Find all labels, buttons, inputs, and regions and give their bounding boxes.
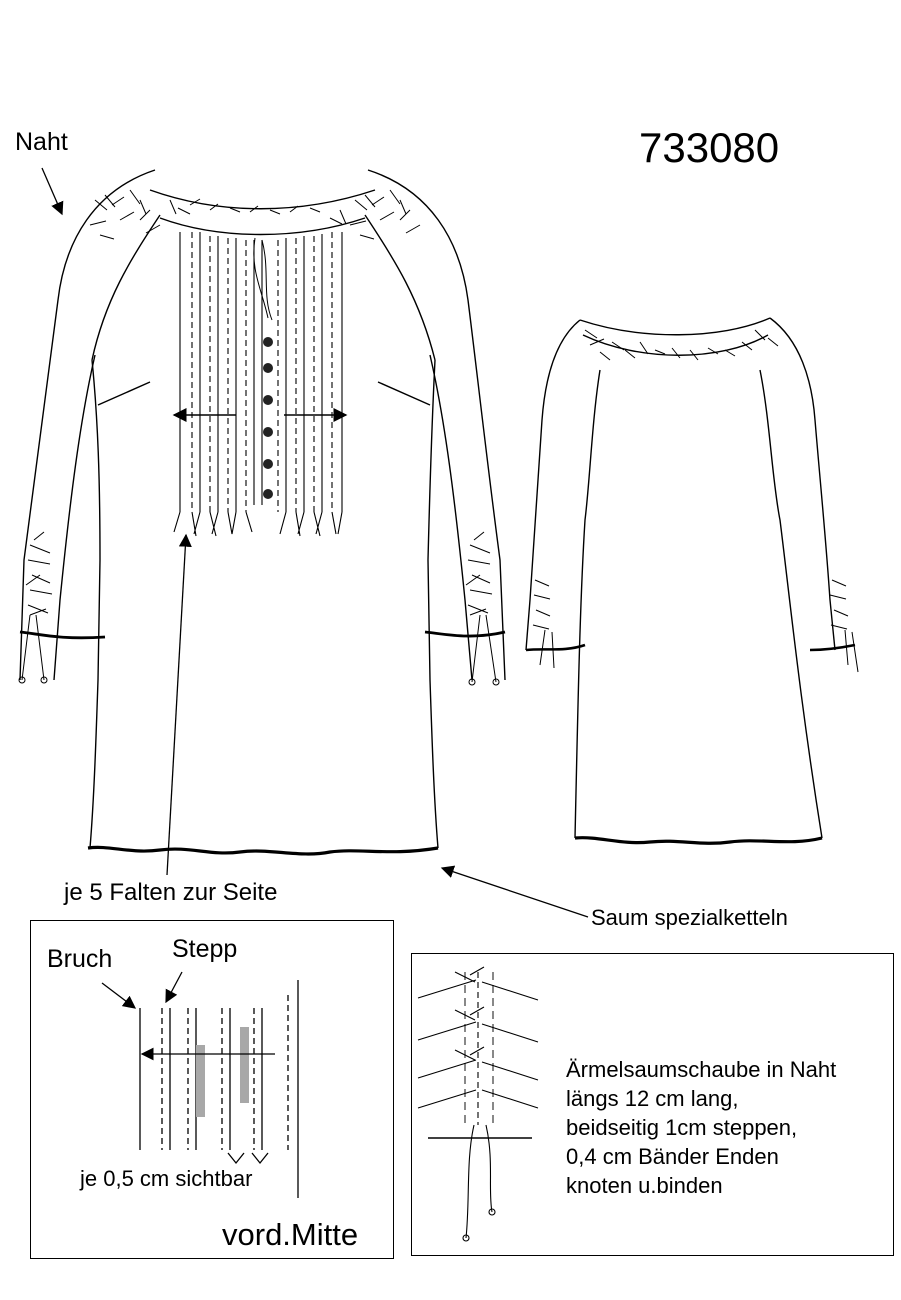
center-front-label: vord.Mitte xyxy=(222,1217,359,1252)
front-right-sleeve-inner xyxy=(429,354,473,681)
pleat-detail-drawing xyxy=(101,971,299,1198)
back-hem xyxy=(574,836,823,845)
button-row xyxy=(263,337,273,499)
front-outline-left xyxy=(19,169,156,681)
front-neckline xyxy=(149,189,376,210)
style-number: 733080 xyxy=(639,124,780,171)
sleeve-instruction-line: 0,4 cm Bänder Enden xyxy=(566,1144,779,1169)
seam-label: Naht xyxy=(15,128,68,156)
sleeve-instruction-line: beidseitig 1cm steppen, xyxy=(566,1115,798,1140)
sleeve-instructions: Ärmelsaumschaube in Naht längs 12 cm lan… xyxy=(566,1055,836,1200)
front-raglan-right xyxy=(364,214,436,361)
pleats-label: je 5 Falten zur Seite xyxy=(64,879,278,906)
sleeve-instruction-line: Ärmelsaumschaube in Naht xyxy=(566,1057,837,1082)
front-body-right-side xyxy=(427,359,439,849)
pleat-detail-box xyxy=(30,920,394,1259)
sleeve-detail-drawing xyxy=(417,966,539,1242)
hem-label: Saum spezialketteln xyxy=(591,905,788,930)
front-body-left-side xyxy=(89,359,101,849)
front-outline-right xyxy=(367,169,506,681)
stitch-label: Stepp xyxy=(172,935,238,963)
annotation-arrows xyxy=(41,167,589,918)
front-hem xyxy=(87,845,439,856)
front-left-sleeve-inner xyxy=(53,354,96,681)
back-view xyxy=(525,317,859,845)
front-view xyxy=(18,169,506,856)
sleeve-detail-box xyxy=(411,953,894,1256)
fold-label: Bruch xyxy=(47,945,113,973)
visible-label: je 0,5 cm sichtbar xyxy=(80,1166,253,1191)
sleeve-instruction-line: längs 12 cm lang, xyxy=(566,1086,739,1111)
sleeve-instruction-line: knoten u.binden xyxy=(566,1173,723,1198)
front-raglan-left xyxy=(91,214,161,361)
